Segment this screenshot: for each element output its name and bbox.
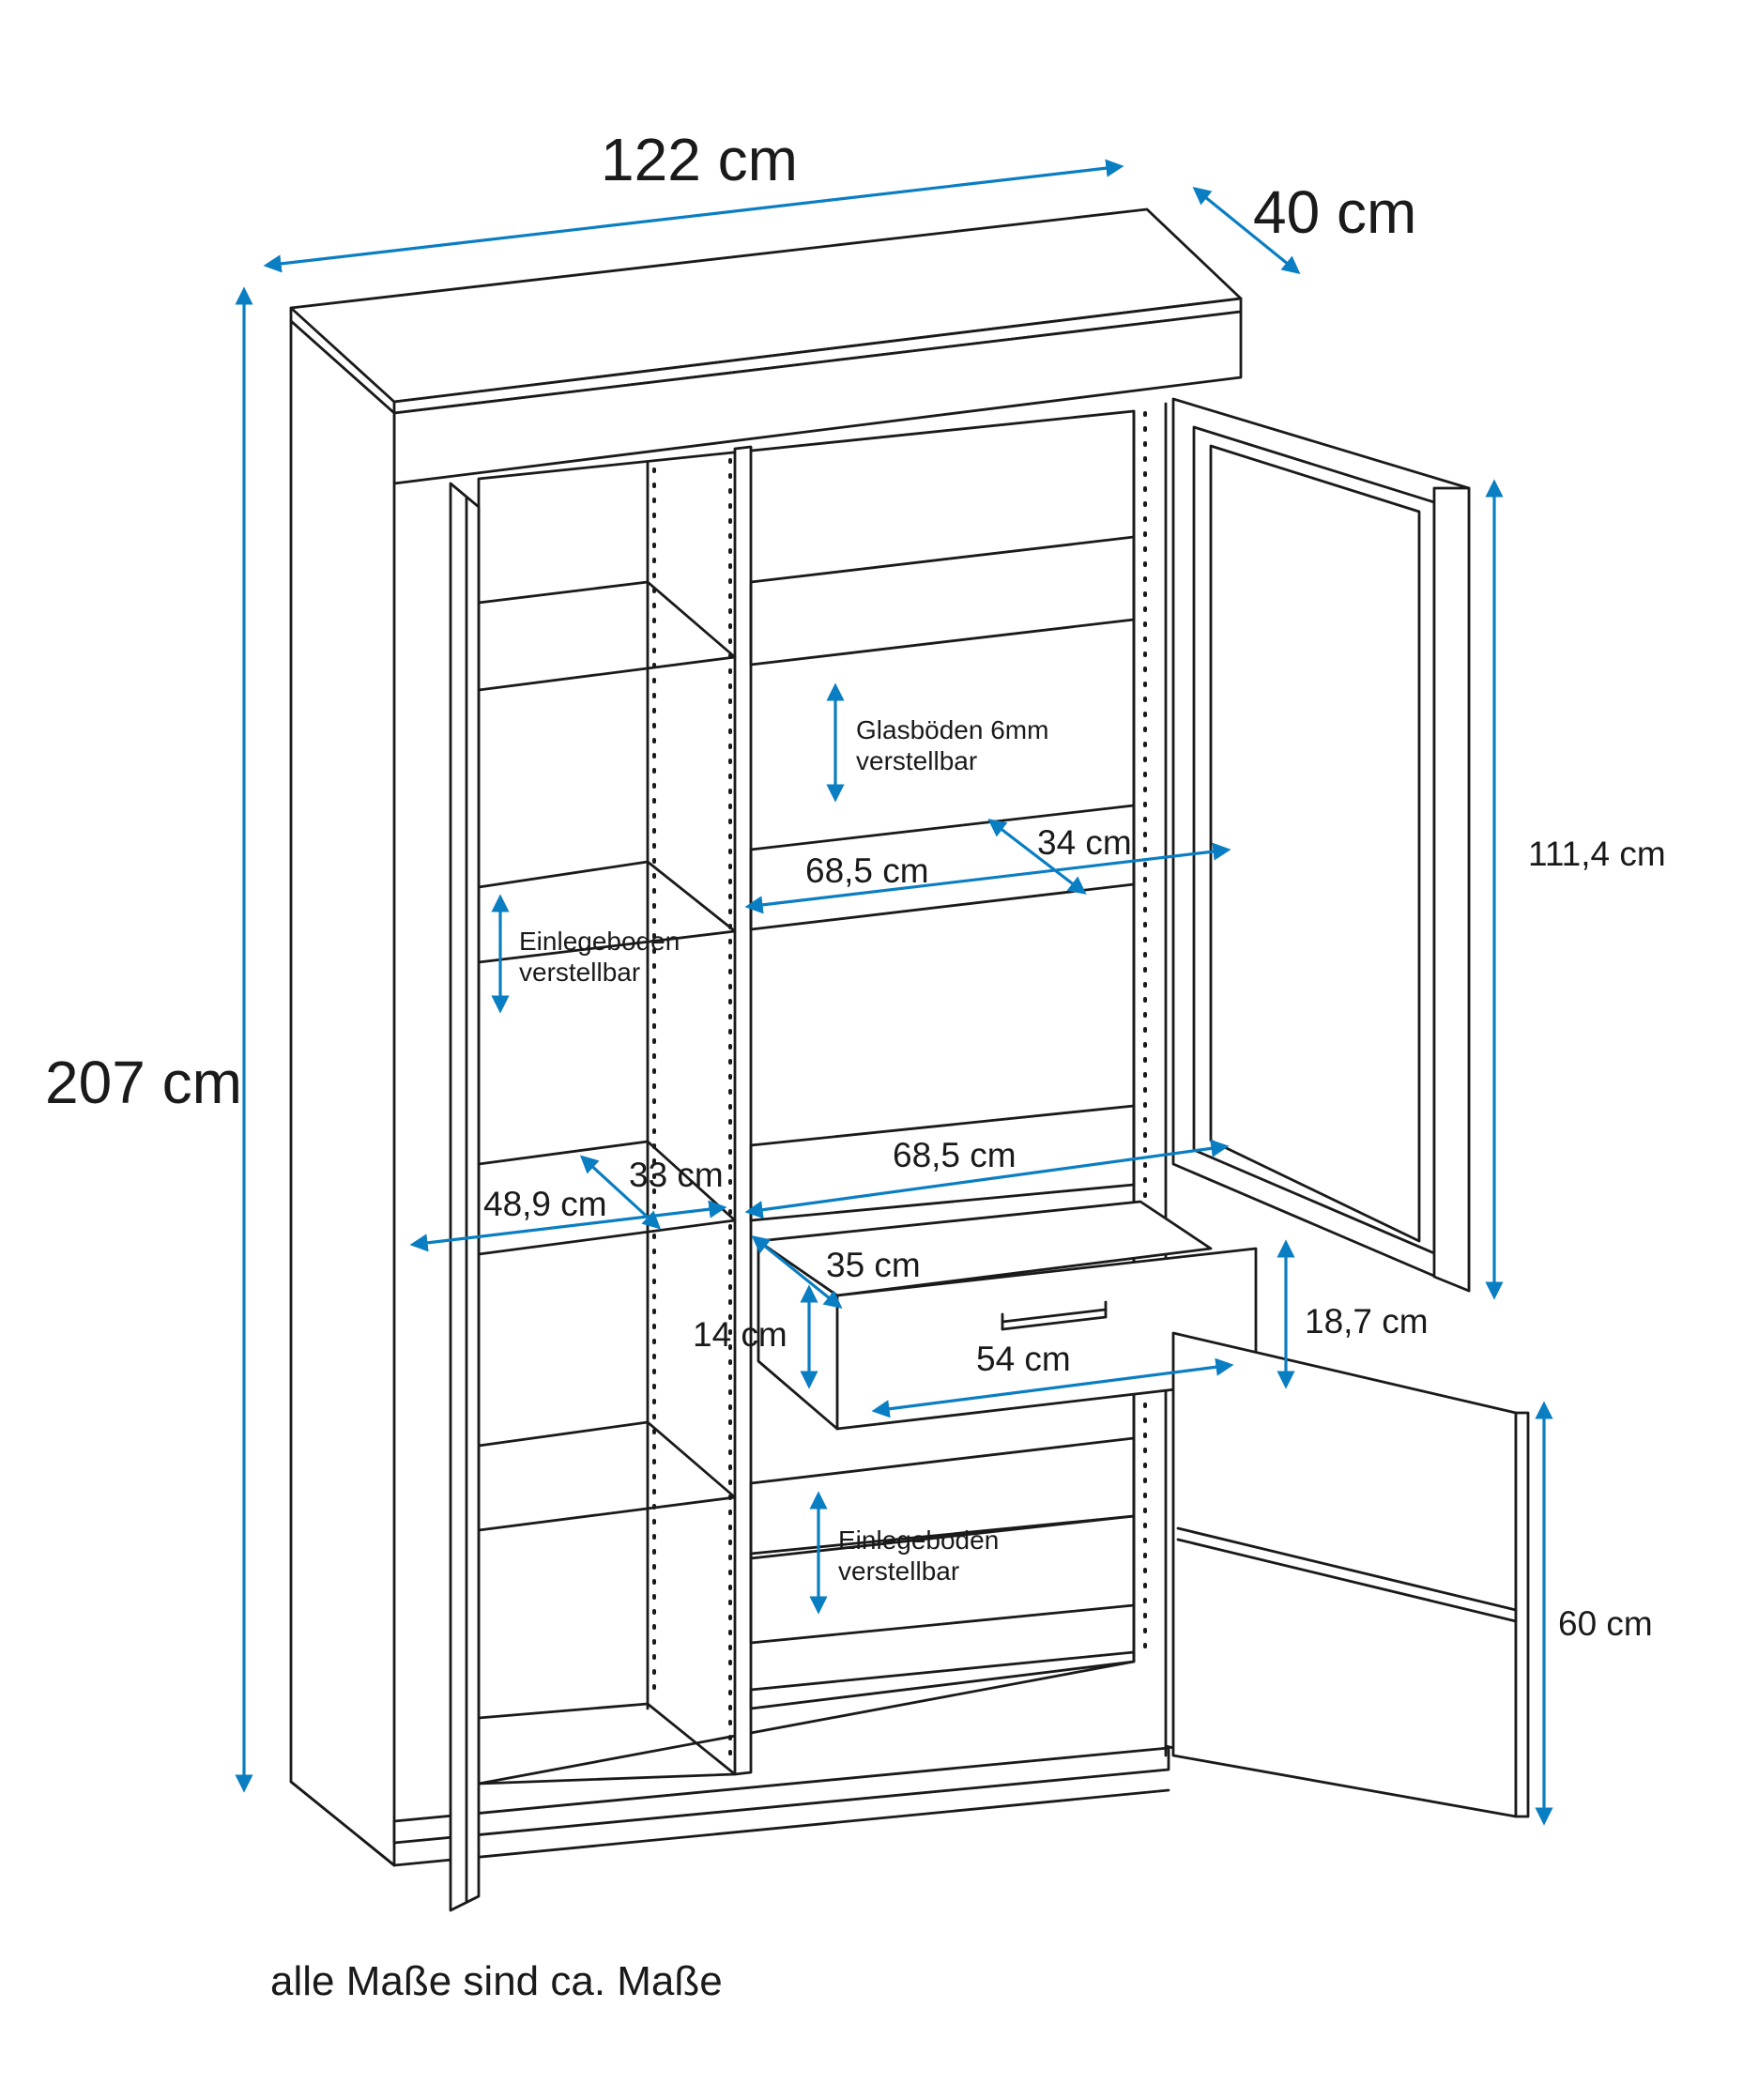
glass-shelves-note-2: verstellbar: [856, 746, 977, 775]
base-plinth: [392, 1746, 1170, 1845]
depth-arrow: [1192, 186, 1301, 275]
left-shelf-note-2: verstellbar: [519, 958, 640, 987]
cabinet-outline: [289, 207, 1530, 1912]
drawer-width-arrow: [871, 1357, 1234, 1418]
left-depth-label: 33 cm: [629, 1156, 724, 1194]
left-shelf-note-1: Einlegeboden: [519, 927, 680, 956]
left-depth-arrow: [579, 1155, 662, 1230]
left-width-arrow: [409, 1200, 727, 1252]
dimension-labels: 122 cm 40 cm 207 cm 111,4 cm Glasböden 6…: [45, 126, 1666, 2004]
lower-shelf-note-2: verstellbar: [838, 1556, 959, 1586]
drawer-handle: [1001, 1300, 1108, 1331]
drawer-depth-arrow: [751, 1234, 843, 1310]
footer-note: alle Maße sind ca. Maße: [270, 1958, 723, 2004]
upper-depth-label: 34 cm: [1037, 823, 1132, 862]
upper-depth-arrow: [987, 819, 1087, 895]
lower-width-label: 68,5 cm: [893, 1136, 1017, 1174]
glass-door: [1171, 397, 1471, 1293]
drawer-inner-height-label: 14 cm: [693, 1315, 787, 1354]
glass-door-height-label: 111,4 cm: [1528, 835, 1666, 873]
drawer-depth-label: 35 cm: [826, 1246, 921, 1284]
dimension-arrows: [235, 159, 1553, 1826]
width-label: 122 cm: [601, 126, 798, 193]
lower-width-arrow: [744, 1139, 1230, 1219]
lower-door-height-label: 60 cm: [1558, 1604, 1653, 1643]
drawer-front-height-label: 18,7 cm: [1305, 1302, 1429, 1341]
left-side-panel: [289, 319, 396, 1867]
left-door: [449, 482, 481, 1912]
width-arrow: [263, 159, 1124, 273]
lower-door: [1171, 1331, 1530, 1818]
glass-shelves-note-1: Glasböden 6mm: [856, 715, 1048, 744]
drawer-width-label: 54 cm: [976, 1340, 1071, 1378]
center-divider: [733, 445, 753, 1776]
height-label: 207 cm: [45, 1049, 242, 1116]
left-width-label: 48,9 cm: [483, 1185, 607, 1223]
lower-shelf-note-1: Einlegeboden: [838, 1525, 999, 1555]
upper-width-label: 68,5 cm: [805, 851, 929, 890]
depth-label: 40 cm: [1253, 178, 1416, 246]
